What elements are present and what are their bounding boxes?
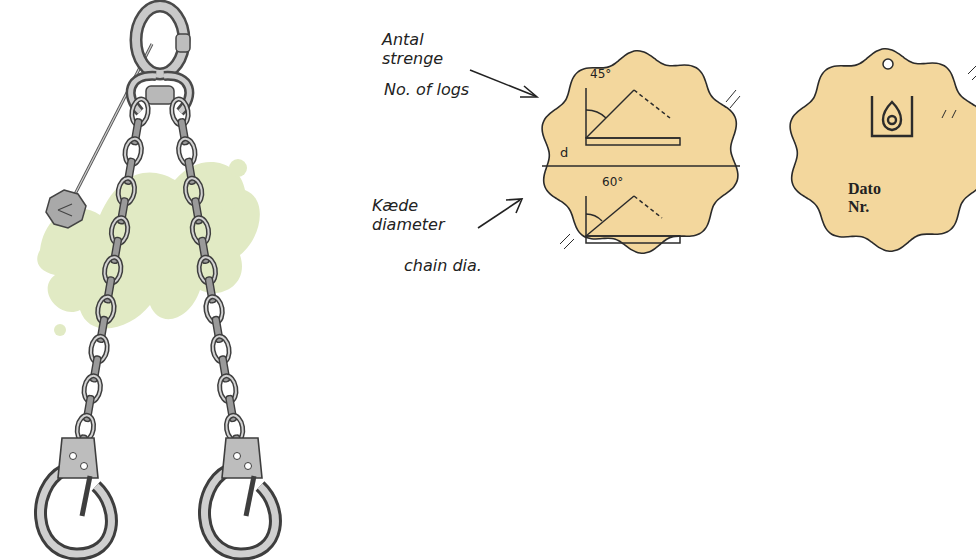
identity-tag (46, 44, 152, 228)
chain-tag: 45° 60° d (530, 46, 750, 258)
hook-loop (205, 470, 276, 554)
callout-label: Antal strenge (382, 30, 443, 68)
maker-symbol (883, 102, 901, 130)
green-blob (221, 198, 235, 212)
leader-arrow (478, 200, 520, 228)
leader-arrows (470, 70, 537, 228)
angle-axes (586, 196, 680, 236)
maker-symbol (872, 96, 912, 136)
angle-figure (586, 196, 680, 243)
maker-symbol (888, 116, 896, 124)
angle-leg (586, 196, 634, 236)
angle-arc (586, 214, 602, 221)
hook-latch (246, 476, 254, 516)
hook-loop (205, 470, 276, 554)
hook-body (58, 438, 98, 478)
angle-leg-dashed (634, 196, 662, 218)
hook-pin (70, 453, 77, 460)
tag-marking: 60° (602, 176, 623, 189)
chain-legs (75, 98, 244, 462)
chain-leg (75, 98, 150, 462)
link-collar (176, 34, 190, 52)
hook-latch (82, 476, 90, 516)
maker-symbol (872, 96, 912, 136)
angle-figure (586, 88, 680, 145)
hook-pin (245, 463, 252, 470)
hook-loop (41, 470, 112, 554)
coupling-links (131, 76, 190, 112)
angle-axes (586, 88, 680, 138)
tag-outline (790, 49, 976, 251)
hook-pin (81, 463, 88, 470)
tag-marking: d (560, 146, 568, 160)
tag-hole (883, 59, 893, 69)
arrow-head (520, 86, 537, 97)
callout-label: Kæde diameter (372, 196, 445, 234)
green-blob (229, 159, 247, 177)
green-blob (37, 159, 260, 336)
angle-leg-dashed (634, 90, 670, 118)
small-tag-mark (58, 204, 72, 216)
hook-pin (234, 453, 241, 460)
callout-label: No. of logs (384, 80, 469, 99)
chain-leg (170, 98, 245, 462)
coupling-body (146, 86, 174, 104)
hooks (41, 438, 276, 554)
hook-loop (41, 470, 112, 554)
callout-label: chain dia. (404, 256, 482, 275)
self-locking-hook (41, 438, 112, 554)
green-blob (54, 324, 66, 336)
tag-divider (542, 165, 740, 166)
leader-arrow (470, 70, 535, 96)
chain-tag: Dato Nr. (792, 44, 976, 256)
self-locking-hook (205, 438, 276, 554)
hatch-mark (942, 62, 976, 118)
green-blob (37, 162, 260, 329)
small-tag (46, 190, 86, 228)
angle-arc (586, 110, 606, 118)
tag-field: Dato Nr. (848, 180, 881, 215)
angle-base (586, 236, 680, 243)
tag-outline (792, 44, 976, 256)
angle-base (586, 138, 680, 145)
master-link (136, 6, 190, 74)
hatch-mark (560, 90, 740, 249)
arrow-head (506, 199, 522, 213)
tag-outline (542, 51, 738, 253)
angle-leg (586, 90, 634, 138)
tag-marking: 45° (590, 68, 611, 81)
hook-body (222, 438, 262, 478)
